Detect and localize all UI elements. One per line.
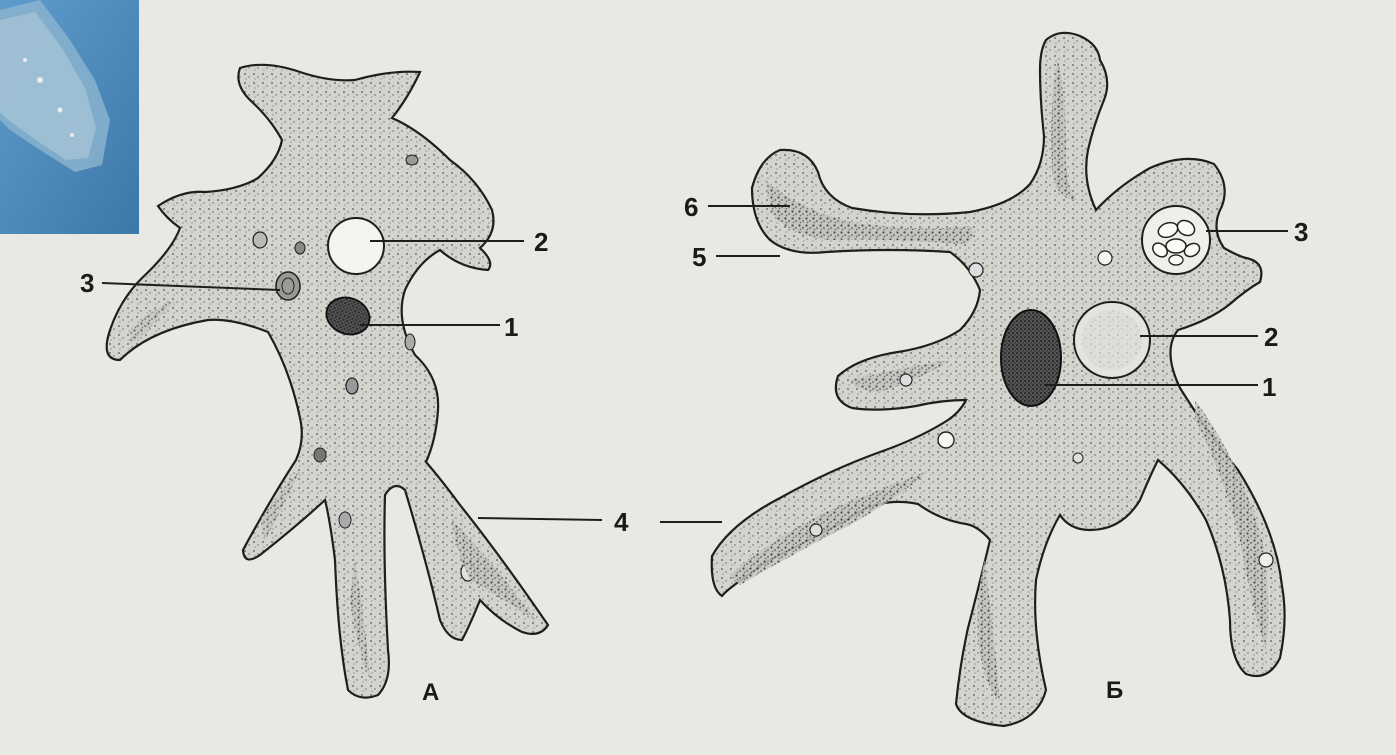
figure-b-letter: Б — [1106, 677, 1123, 704]
label-b-5: 5 — [692, 242, 706, 272]
label-pseudopodia-4: 4 — [614, 507, 629, 537]
figure-a-letter: А — [422, 679, 439, 706]
food-vacuole-a — [276, 272, 300, 300]
nucleus-b — [1001, 310, 1061, 406]
label-a-3: 3 — [80, 268, 94, 298]
label-a-1: 1 — [504, 312, 518, 342]
label-b-1: 1 — [1262, 372, 1276, 402]
label-b-3: 3 — [1294, 217, 1308, 247]
contractile-vacuole-a — [328, 218, 384, 274]
label-b-6: 6 — [684, 192, 698, 222]
label-a-2: 2 — [534, 227, 548, 257]
amoeba-photo-inset — [0, 0, 139, 234]
food-vacuole-b — [1142, 206, 1210, 274]
label-b-2: 2 — [1264, 322, 1278, 352]
